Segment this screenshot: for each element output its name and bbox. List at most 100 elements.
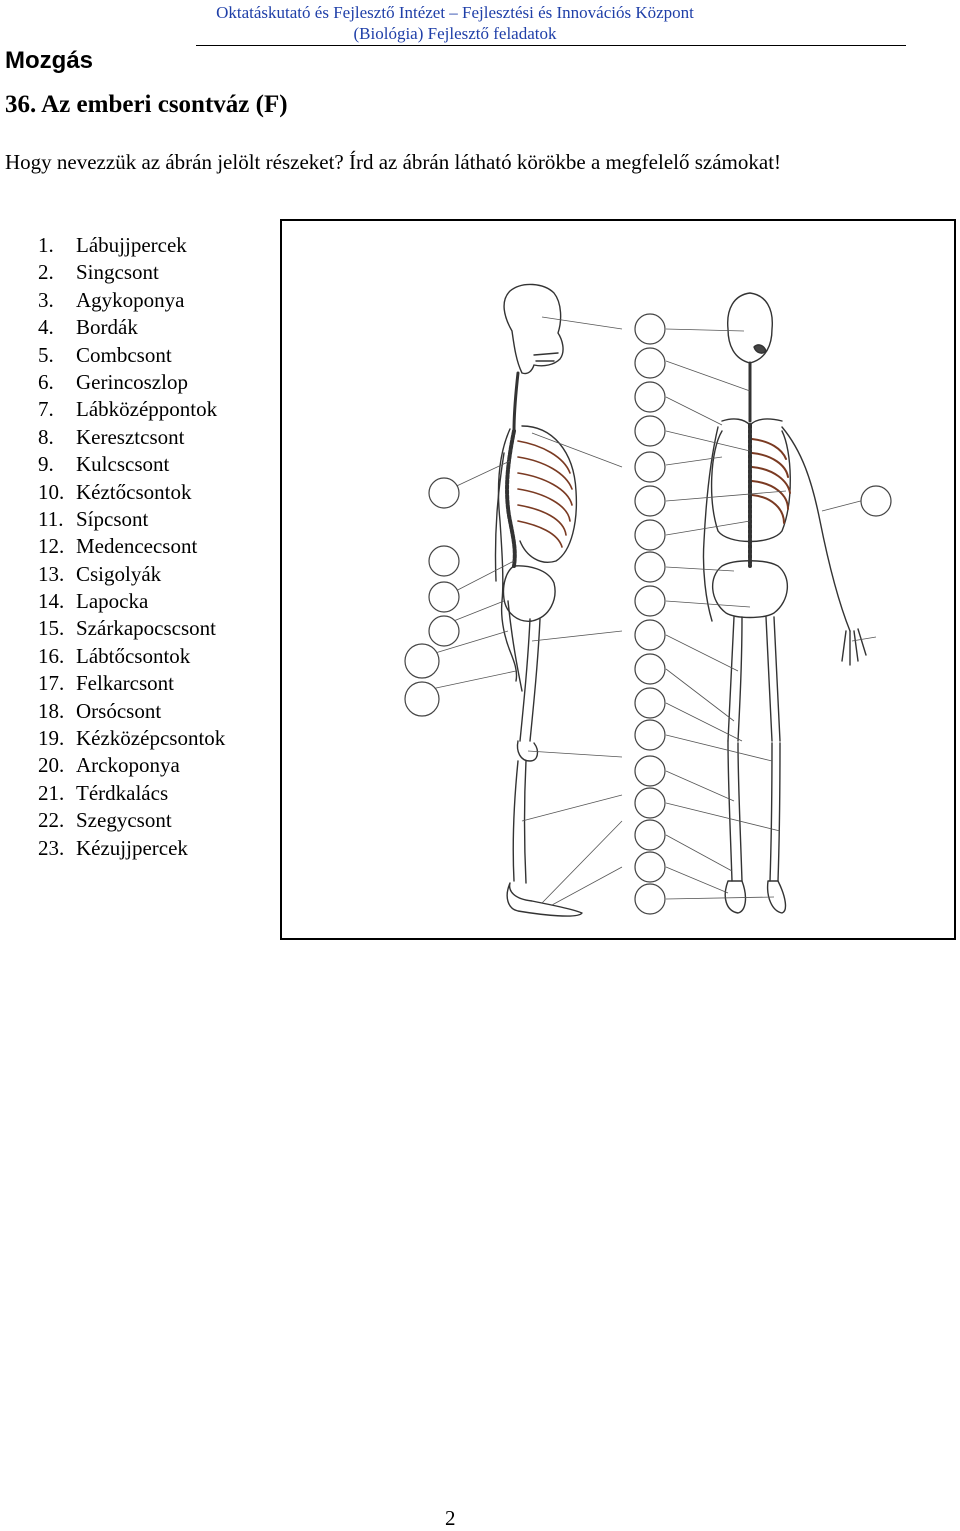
answer-circle[interactable] bbox=[634, 585, 666, 617]
front-feet bbox=[724, 880, 787, 914]
side-skeleton bbox=[494, 283, 583, 917]
bone-name-item: 18.Orsócsont bbox=[38, 698, 225, 725]
side-spine bbox=[505, 429, 517, 568]
answer-circle[interactable] bbox=[404, 681, 440, 717]
side-femur bbox=[519, 618, 541, 742]
answer-circle[interactable] bbox=[860, 485, 892, 517]
exercise-title: 36. Az emberi csontváz (F) bbox=[5, 91, 288, 118]
answer-circle[interactable] bbox=[634, 719, 666, 751]
bone-name: Lapocka bbox=[76, 589, 149, 614]
front-left-shin bbox=[769, 742, 781, 882]
header-divider bbox=[196, 45, 906, 46]
front-pelvis bbox=[712, 560, 788, 619]
side-ribcage bbox=[519, 425, 578, 563]
side-arm bbox=[497, 428, 518, 682]
answer-circle[interactable] bbox=[634, 653, 666, 685]
answer-circle[interactable] bbox=[634, 851, 666, 883]
side-foot bbox=[506, 882, 583, 917]
bone-name-item: 17. Felkarcsont bbox=[38, 670, 225, 697]
side-jaw bbox=[533, 352, 559, 362]
answer-circle[interactable] bbox=[634, 787, 666, 819]
bone-number: 23. bbox=[38, 835, 65, 860]
bone-name: Kéztőcsontok bbox=[76, 479, 192, 504]
bone-number: 5. bbox=[38, 342, 54, 367]
bone-name: Arckoponya bbox=[76, 753, 180, 778]
bone-name-item: 7.Lábközéppontok bbox=[38, 396, 225, 423]
bone-name-item: 5.Combcsont bbox=[38, 342, 225, 369]
bone-name-item: 8.Keresztcsont bbox=[38, 424, 225, 451]
bone-name-item: 4.Bordák bbox=[38, 314, 225, 341]
bone-number: 20. bbox=[38, 753, 65, 778]
answer-circle[interactable] bbox=[634, 347, 666, 379]
bone-name-item: 12.Medencecsont bbox=[38, 533, 225, 560]
front-eye-socket bbox=[753, 344, 767, 354]
bone-number: 3. bbox=[38, 287, 54, 312]
bone-name-item: 2.Singcsont bbox=[38, 259, 225, 286]
bone-number: 6. bbox=[38, 369, 54, 394]
bone-name: Agykoponya bbox=[76, 287, 185, 312]
bone-number: 22. bbox=[38, 808, 65, 833]
side-pelvis bbox=[502, 565, 556, 622]
front-clavicles bbox=[721, 418, 783, 426]
bone-name-item: 3. Agykoponya bbox=[38, 287, 225, 314]
answer-circle[interactable] bbox=[428, 615, 460, 647]
bone-name-item: 6. Gerincoszlop bbox=[38, 369, 225, 396]
bone-name: Térdkalács bbox=[76, 780, 169, 805]
front-left-femur bbox=[765, 616, 781, 742]
answer-circle[interactable] bbox=[634, 451, 666, 483]
bone-number: 16. bbox=[38, 643, 65, 668]
skeleton-illustration bbox=[404, 283, 892, 917]
bone-name: Singcsont bbox=[76, 260, 159, 285]
bone-name-item: 10.Kéztőcsontok bbox=[38, 479, 225, 506]
bone-name: Csigolyák bbox=[76, 561, 162, 586]
bone-name: Kulcscsont bbox=[76, 452, 170, 477]
answer-circle[interactable] bbox=[404, 643, 440, 679]
bone-name: Lábtőcsontok bbox=[76, 643, 191, 668]
side-skull bbox=[503, 283, 564, 375]
answer-circle[interactable] bbox=[634, 415, 666, 447]
bone-number: 21. bbox=[38, 780, 65, 805]
answer-circle[interactable] bbox=[634, 485, 666, 517]
front-skull bbox=[727, 292, 773, 364]
header-subtitle: (Biológia) Fejlesztő feladatok bbox=[353, 24, 557, 43]
bone-name-item: 14. Lapocka bbox=[38, 588, 225, 615]
answer-circle[interactable] bbox=[634, 313, 666, 345]
bone-number: 17. bbox=[38, 671, 65, 696]
answer-circle[interactable] bbox=[634, 551, 666, 583]
section-title: Mozgás bbox=[5, 47, 94, 74]
bone-number: 11. bbox=[38, 506, 64, 531]
bone-name-item: 23.Kézujjpercek bbox=[38, 835, 225, 862]
front-right-femur bbox=[727, 616, 743, 742]
bone-number: 19. bbox=[38, 726, 65, 751]
bone-name: Medencecsont bbox=[76, 534, 198, 559]
header-institute: Oktatáskutató és Fejlesztő Intézet – Fej… bbox=[216, 3, 694, 22]
bone-number: 8. bbox=[38, 424, 54, 449]
answer-circle[interactable] bbox=[428, 477, 460, 509]
answer-circle[interactable] bbox=[428, 581, 460, 613]
bone-number: 18. bbox=[38, 698, 65, 723]
answer-circle[interactable] bbox=[634, 687, 666, 719]
bone-name: Szegycsont bbox=[76, 808, 172, 833]
bone-name: Szárkapocscsont bbox=[76, 616, 216, 641]
answer-circle[interactable] bbox=[634, 519, 666, 551]
side-shin bbox=[512, 760, 527, 884]
bone-name-item: 22. Szegycsont bbox=[38, 807, 225, 834]
bone-name: Gerincoszlop bbox=[76, 369, 188, 394]
answer-circle[interactable] bbox=[634, 819, 666, 851]
answer-circle[interactable] bbox=[634, 883, 666, 915]
answer-circle[interactable] bbox=[634, 619, 666, 651]
bone-number: 14. bbox=[38, 589, 65, 614]
bone-name: Felkarcsont bbox=[76, 671, 174, 696]
front-ribs bbox=[751, 438, 791, 524]
answer-circles bbox=[404, 313, 892, 915]
answer-circle[interactable] bbox=[428, 545, 460, 577]
bone-number: 1. bbox=[38, 233, 54, 257]
front-hand-fingers bbox=[841, 628, 867, 666]
answer-circle[interactable] bbox=[634, 381, 666, 413]
side-knee bbox=[516, 740, 539, 762]
bone-name: Sípcsont bbox=[76, 506, 149, 531]
instruction-text: Hogy nevezzük az ábrán jelölt részeket? … bbox=[5, 150, 782, 174]
answer-circle[interactable] bbox=[634, 755, 666, 787]
bone-number: 15. bbox=[38, 616, 65, 641]
